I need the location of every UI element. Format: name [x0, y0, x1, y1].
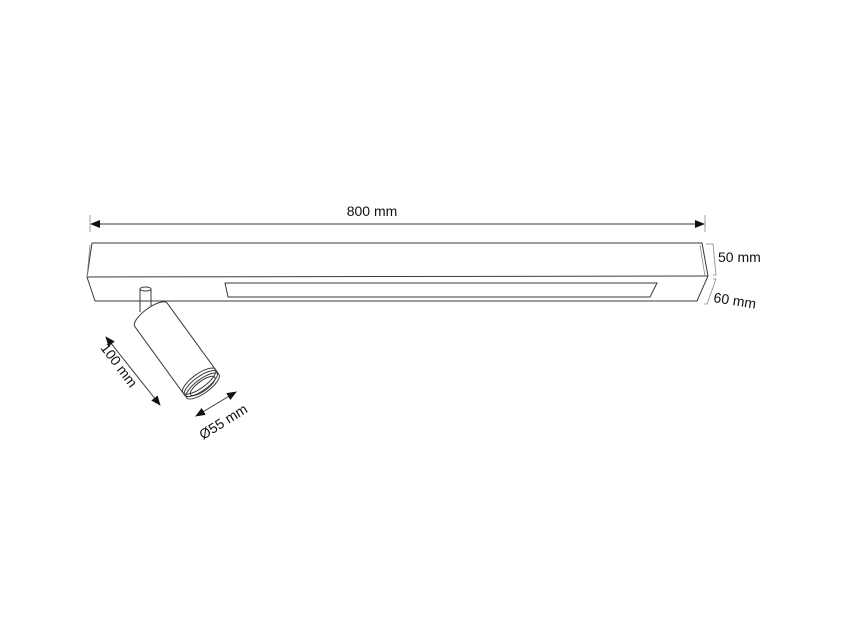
track-bar — [86, 242, 709, 302]
length-label: 800 mm — [347, 203, 398, 219]
depth-label: 60 mm — [713, 289, 758, 311]
length-dimension: 800 mm — [89, 203, 706, 232]
spot-length-label: 100 mm — [98, 340, 141, 390]
spot-diameter-arrow — [195, 391, 237, 417]
spot-cylinder — [133, 301, 220, 400]
side-dimensions: 50 mm 60 mm — [704, 243, 761, 312]
light-slot — [224, 282, 658, 298]
spot-diameter-label: Ø55 mm — [196, 401, 250, 443]
spot-stem — [139, 289, 152, 312]
height-label: 50 mm — [718, 249, 761, 265]
spotlight: 100 mm Ø55 mm — [98, 286, 250, 443]
spot-length-arrow — [105, 336, 161, 406]
